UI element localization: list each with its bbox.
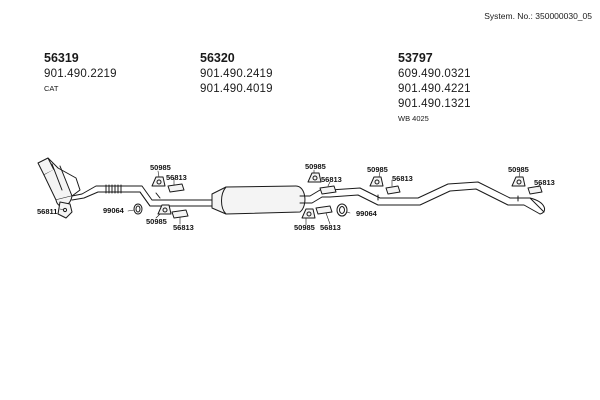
catalytic-converter: [37, 157, 105, 207]
group-main-number: 56320: [200, 51, 235, 65]
group-note: WB 4025: [398, 114, 429, 123]
catalyst-bracket: [57, 201, 73, 219]
callout-56813: 56813: [392, 174, 413, 183]
mount-set-b: [157, 204, 189, 219]
callout-56813: 56813: [166, 173, 187, 182]
part-number: 901.490.1321: [398, 98, 471, 110]
mount-set-c: [307, 172, 337, 195]
part-group-rear-pipe: 53797 609.490.0321 901.490.4221 901.490.…: [398, 51, 471, 123]
callout-50985: 50985: [294, 223, 315, 232]
mount-set-d: [301, 205, 333, 219]
group-note: CAT: [44, 84, 59, 93]
clamp-99064-left: [133, 203, 143, 215]
callout-99064: 99064: [103, 206, 125, 215]
callout-50985: 50985: [367, 165, 388, 174]
callout-50985: 50985: [146, 217, 167, 226]
callout-56813: 56813: [534, 178, 555, 187]
middle-silencer: [167, 185, 331, 215]
callout-99064: 99064: [356, 209, 378, 218]
mount-set-f: [511, 176, 543, 202]
part-group-catalyst: 56319 901.490.2219 CAT: [44, 51, 117, 93]
callout-56813: 56813: [173, 223, 194, 232]
front-pipe: [103, 184, 169, 207]
clamp-99064-right: [336, 203, 348, 217]
group-main-number: 56319: [44, 51, 79, 65]
callout-56813: 56813: [321, 175, 342, 184]
mount-set-e: [369, 176, 401, 201]
system-number: System. No.: 350000030_05: [484, 11, 592, 21]
part-number: 609.490.0321: [398, 68, 471, 80]
part-number: 901.490.4221: [398, 83, 471, 95]
rear-pipe: [329, 181, 546, 215]
callout-50985: 50985: [305, 162, 326, 171]
part-number: 901.490.4019: [200, 83, 273, 95]
mount-set-a: [151, 176, 185, 199]
callout-50985: 50985: [150, 163, 171, 172]
leader-lines: [59, 169, 541, 226]
callout-56811: 56811: [37, 207, 57, 216]
part-group-middle-silencer: 56320 901.490.2419 901.490.4019: [200, 51, 273, 97]
callout-56813: 56813: [320, 223, 341, 232]
part-number: 901.490.2419: [200, 68, 273, 80]
group-main-number: 53797: [398, 51, 433, 65]
part-number: 901.490.2219: [44, 68, 117, 80]
callout-50985: 50985: [508, 165, 529, 174]
callout-labels: 56811 99064 50985 56813 50985 56813 5098…: [37, 162, 555, 232]
